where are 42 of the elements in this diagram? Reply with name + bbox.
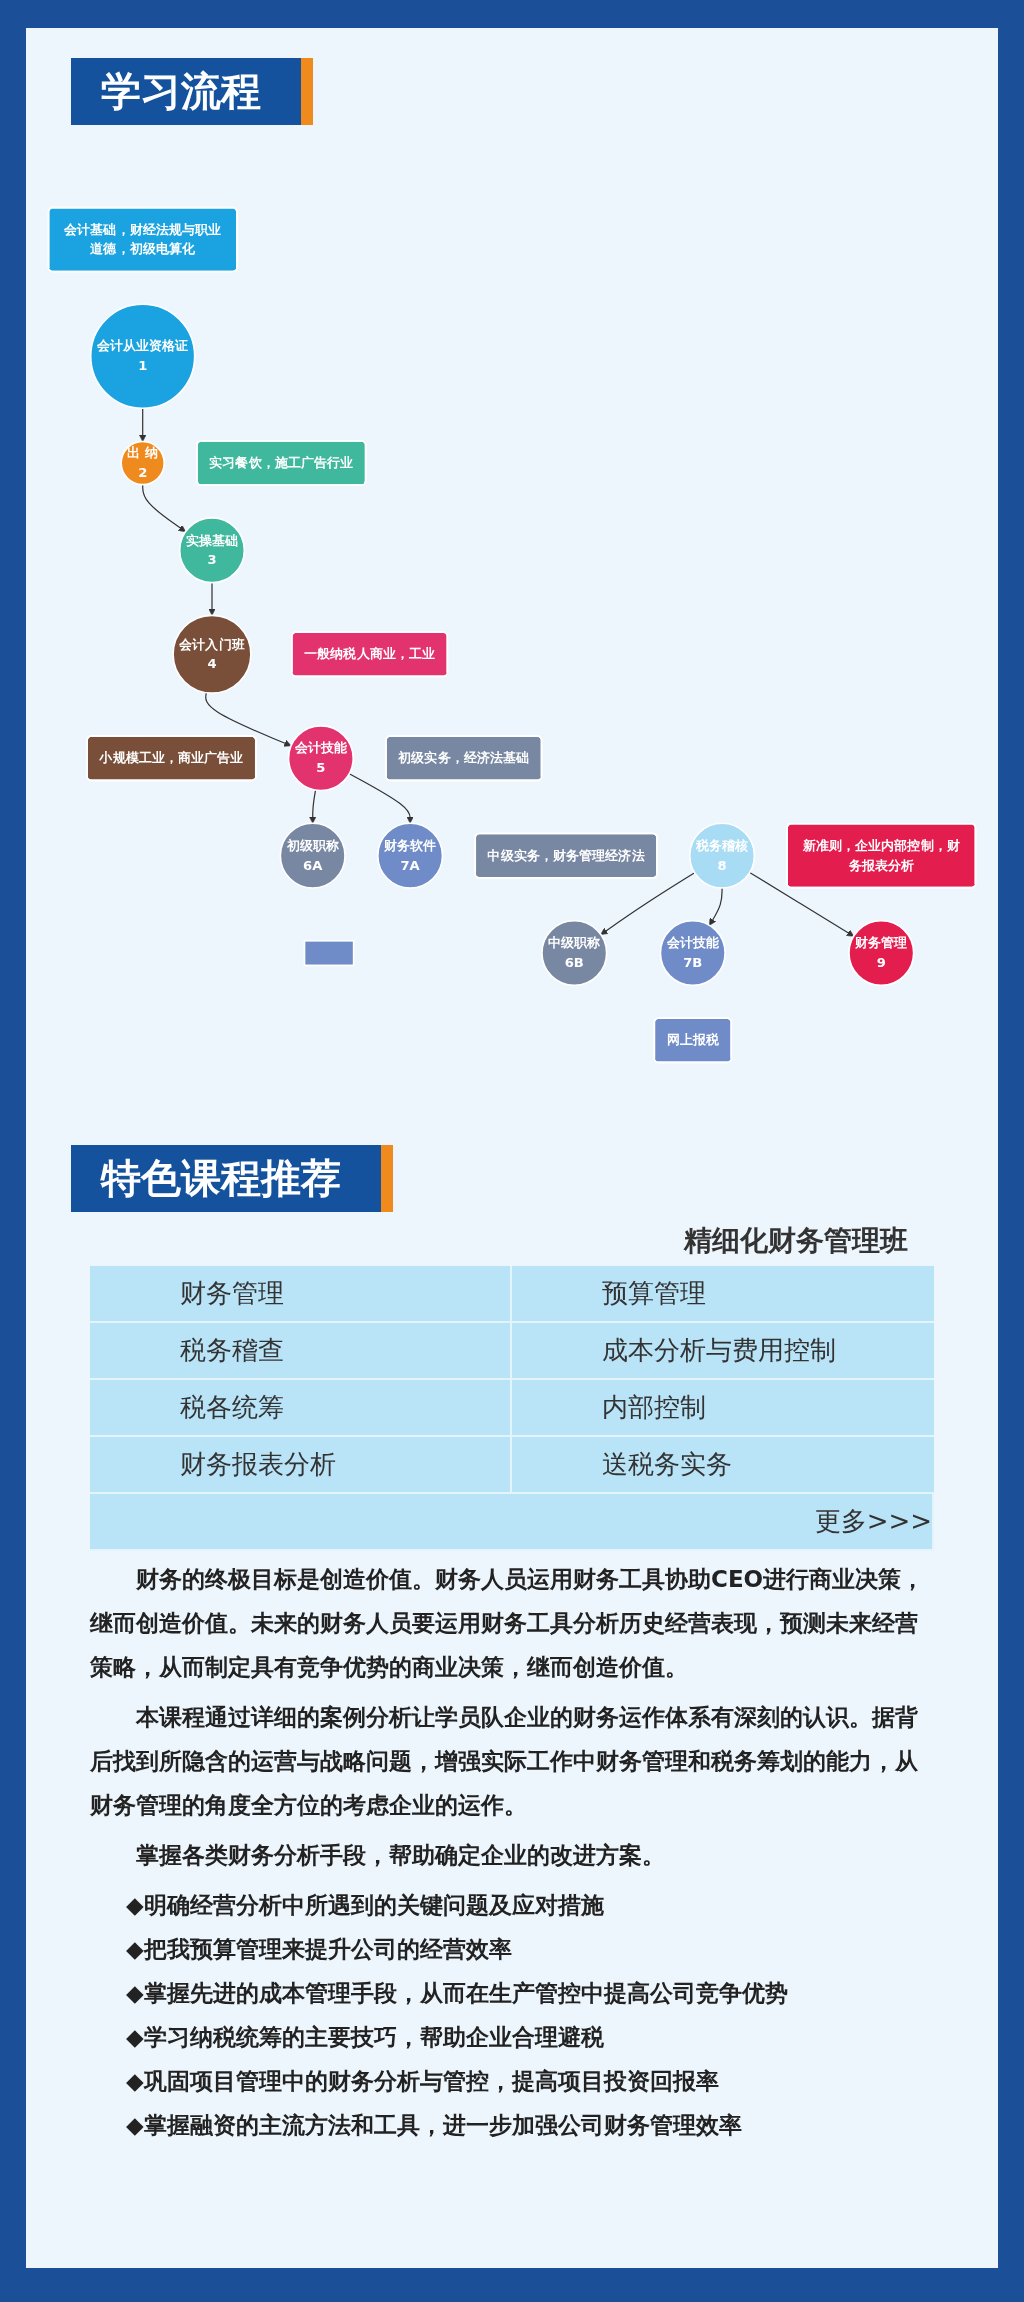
bullet-item: ◆明确经营分析中所遇到的关键问题及应对措施 (126, 1891, 605, 1920)
more-link: 更多>>> (90, 1494, 934, 1551)
arrow (205, 692, 292, 747)
course-cell: 预算管理 (512, 1266, 934, 1323)
node-circle: 实操基础 3 (178, 517, 246, 584)
node-circle: 会计入门班 4 (172, 614, 252, 694)
node-circle: 财务管理 9 (848, 919, 915, 987)
course-cell: 财务报表分析 (90, 1437, 512, 1494)
paragraph: 财务的终极目标是创造价值。财务人员运用财务工具协助CEO进行商业决策，继而创造价值。未来的财务人员要运用财务工具分析历史经营表现，预测未来经营策略，从而制定具有竞争优势的商业决策，继而创造价值。 (90, 1565, 926, 1682)
arrow (208, 582, 216, 616)
node-circle: 会计技能 5 (287, 725, 355, 792)
section-heading: 特色课程推荐 (71, 1145, 393, 1212)
arrow (348, 773, 414, 824)
course-cell: 税务稽查 (90, 1323, 512, 1380)
node-circle: 税务稽核 8 (688, 822, 756, 889)
arrow (142, 483, 186, 532)
course-cell: 内部控制 (512, 1380, 934, 1437)
arrow (139, 407, 147, 442)
node-circle: 会计技能 7B (659, 919, 726, 987)
paragraph: 掌握各类财务分析手段，帮助确定企业的改进方案。 (135, 1841, 666, 1870)
course-cell: 税各统筹 (90, 1380, 512, 1437)
section-heading: 学习流程 (71, 58, 313, 125)
node-circle: 财务软件 7A (376, 822, 444, 889)
node-circle: 中级职称 6B (541, 919, 608, 987)
paragraph: 本课程通过详细的案例分析让学员队企业的财务运作体系有深刻的认识。据背后找到所隐含的运营与战略问题，增强实际工作中财务管理和税务筹划的能力，从财务管理的角度全方位的考虑企业的运作。 (90, 1703, 919, 1820)
bullet-item: ◆把我预算管理来提升公司的经营效率 (126, 1935, 513, 1964)
node-circle: 会计从业资格证 1 (89, 303, 196, 410)
node-box (303, 939, 355, 967)
node-circle: 初级职称 6A (279, 822, 346, 889)
bullet-item: ◆学习纳税统筹的主要技巧，帮助企业合理避税 (126, 2023, 605, 2052)
course-title: 精细化财务管理班 (682, 1223, 908, 1259)
bullet-item: ◆巩固项目管理中的财务分析与管控，提高项目投资回报率 (126, 2067, 720, 2096)
bullet-item: ◆掌握融资的主流方法和工具，进一步加强公司财务管理效率 (126, 2111, 743, 2140)
arrow (309, 789, 317, 824)
node-circle: 出 纳 2 (120, 440, 166, 486)
arrow (600, 872, 696, 935)
course-cell: 成本分析与费用控制 (512, 1323, 934, 1380)
arrow (709, 887, 723, 926)
arrow (749, 871, 855, 937)
course-cell: 送税务实务 (512, 1437, 934, 1494)
bullet-item: ◆掌握先进的成本管理手段，从而在生产管控中提高公司竞争优势 (126, 1979, 789, 2008)
course-cell: 财务管理 (90, 1266, 512, 1323)
